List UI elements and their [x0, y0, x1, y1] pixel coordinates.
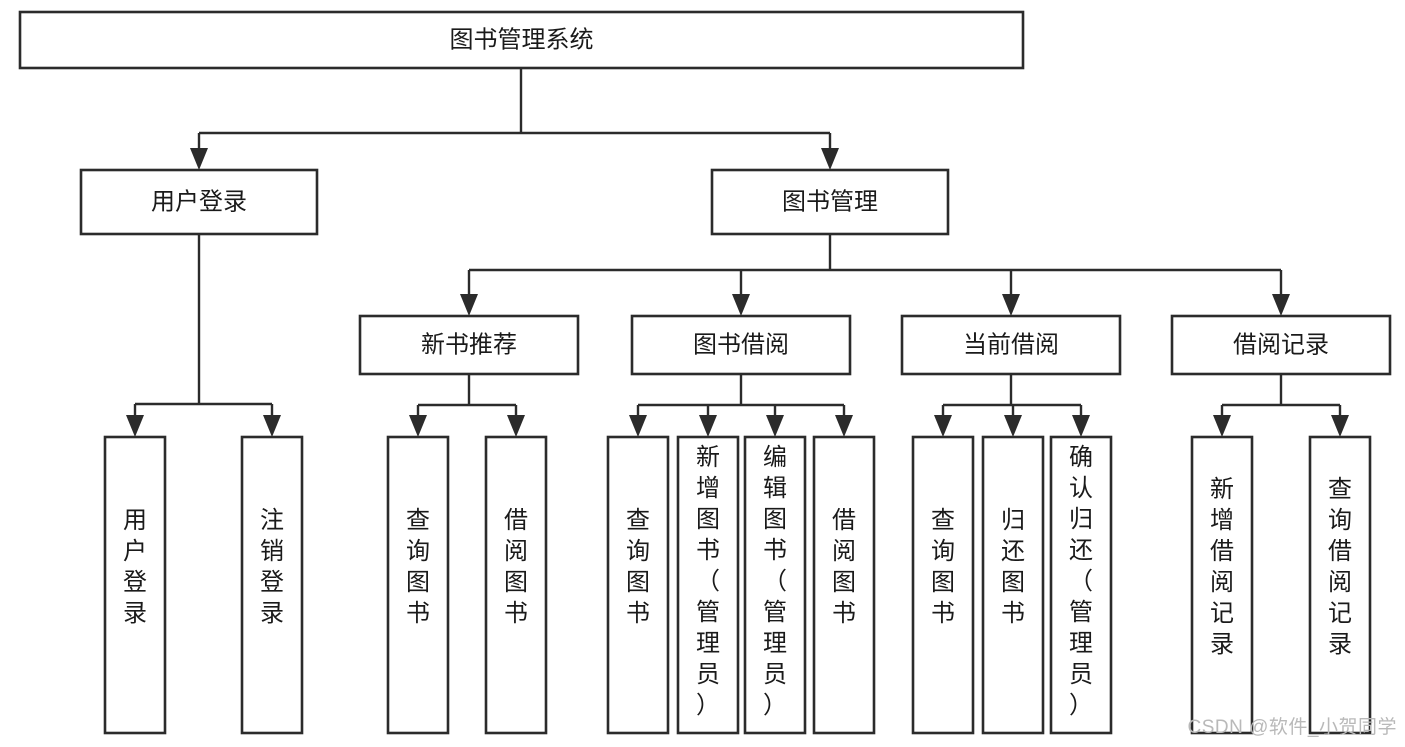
edge-book-manage-to-current-borrow — [1002, 270, 1020, 316]
edge-user-login-to-leaf-user-logout — [263, 404, 281, 437]
node-box-leaf-query-book-2[interactable] — [606, 435, 670, 735]
edge-book-manage-to-book-borrow — [732, 270, 750, 316]
node-box-borrow-record[interactable] — [1170, 314, 1392, 376]
node-box-current-borrow[interactable] — [900, 314, 1122, 376]
edge-new-book-rec-to-leaf-borrow-book-1 — [507, 405, 525, 437]
edge-current-borrow-to-leaf-query-book-3 — [934, 405, 952, 437]
node-box-new-book-rec[interactable] — [358, 314, 580, 376]
node-book-manage[interactable]: 图书管理 — [710, 168, 950, 236]
node-box-leaf-add-record[interactable] — [1190, 435, 1254, 735]
edge-book-borrow-to-leaf-query-book-2 — [629, 405, 647, 437]
node-box-leaf-user-login[interactable] — [103, 435, 167, 735]
edge-current-borrow-to-leaf-return-book — [1004, 405, 1022, 437]
node-leaf-add-book[interactable]: 新增图书（管理员） — [676, 435, 740, 735]
connector-bus-new-book-rec — [418, 374, 516, 407]
node-leaf-user-logout[interactable]: 注销登录 — [240, 435, 304, 735]
node-label-leaf-borrow-book-1: 借阅图书 — [504, 507, 528, 627]
edge-book-manage-to-borrow-record — [1272, 270, 1290, 316]
node-borrow-record[interactable]: 借阅记录 — [1170, 314, 1392, 376]
node-label-leaf-add-book: 新增图书（管理员） — [696, 444, 720, 719]
node-leaf-query-book-3[interactable]: 查询图书 — [911, 435, 975, 735]
node-label-book-borrow: 图书借阅 — [693, 331, 789, 358]
node-box-leaf-add-book[interactable] — [676, 435, 740, 735]
edge-book-borrow-to-leaf-add-book — [699, 405, 717, 437]
watermark-text: CSDN @软件_小贺同学 — [1187, 717, 1397, 738]
node-box-leaf-confirm-return[interactable] — [1049, 435, 1113, 735]
node-book-borrow[interactable]: 图书借阅 — [630, 314, 852, 376]
node-root[interactable]: 图书管理系统 — [18, 10, 1025, 70]
edge-borrow-record-to-leaf-add-record — [1213, 405, 1231, 437]
node-label-leaf-query-book-2: 查询图书 — [626, 507, 650, 627]
edge-book-borrow-to-leaf-borrow-book-2 — [835, 405, 853, 437]
node-box-leaf-return-book[interactable] — [981, 435, 1045, 735]
edge-book-manage-to-new-book-rec — [460, 270, 478, 316]
connector-bus-root — [199, 68, 830, 135]
node-leaf-return-book[interactable]: 归还图书 — [981, 435, 1045, 735]
node-label-user-login: 用户登录 — [151, 188, 247, 215]
edge-borrow-record-to-leaf-query-record — [1331, 405, 1349, 437]
connector-bus-current-borrow — [943, 374, 1081, 407]
edge-new-book-rec-to-leaf-query-book-1 — [409, 405, 427, 437]
node-label-leaf-query-book-1: 查询图书 — [406, 507, 430, 627]
edge-book-borrow-to-leaf-edit-book — [766, 405, 784, 437]
node-label-leaf-user-logout: 注销登录 — [260, 507, 284, 627]
node-label-current-borrow: 当前借阅 — [963, 331, 1059, 358]
node-box-leaf-user-logout[interactable] — [240, 435, 304, 735]
node-user-login[interactable]: 用户登录 — [79, 168, 319, 236]
node-leaf-borrow-book-2[interactable]: 借阅图书 — [812, 435, 876, 735]
node-leaf-query-record[interactable]: 查询借阅记录 — [1308, 435, 1372, 735]
node-box-book-manage[interactable] — [710, 168, 950, 236]
connector-bus-book-borrow — [638, 374, 844, 407]
node-leaf-query-book-2[interactable]: 查询图书 — [606, 435, 670, 735]
node-box-leaf-query-book-1[interactable] — [386, 435, 450, 735]
node-box-leaf-borrow-book-1[interactable] — [484, 435, 548, 735]
node-label-leaf-add-record: 新增借阅记录 — [1210, 476, 1234, 658]
node-box-user-login[interactable] — [79, 168, 319, 236]
edge-root-to-book-manage — [821, 133, 839, 170]
node-label-leaf-edit-book: 编辑图书（管理员） — [763, 444, 787, 719]
node-box-leaf-edit-book[interactable] — [743, 435, 807, 735]
node-label-leaf-query-book-3: 查询图书 — [931, 507, 955, 627]
node-leaf-edit-book[interactable]: 编辑图书（管理员） — [743, 435, 807, 735]
node-leaf-query-book-1[interactable]: 查询图书 — [386, 435, 450, 735]
node-leaf-user-login[interactable]: 用户登录 — [103, 435, 167, 735]
node-leaf-confirm-return[interactable]: 确认归还（管理员） — [1049, 435, 1113, 735]
node-label-book-manage: 图书管理 — [782, 188, 878, 215]
node-box-leaf-query-record[interactable] — [1308, 435, 1372, 735]
node-box-leaf-query-book-3[interactable] — [911, 435, 975, 735]
node-leaf-borrow-book-1[interactable]: 借阅图书 — [484, 435, 548, 735]
node-label-root: 图书管理系统 — [450, 26, 594, 53]
nodes-layer: 图书管理系统用户登录图书管理新书推荐图书借阅当前借阅借阅记录用户登录注销登录查询… — [18, 10, 1392, 735]
edge-user-login-to-leaf-user-login — [126, 404, 144, 437]
edge-root-to-user-login — [190, 133, 208, 170]
node-label-leaf-return-book: 归还图书 — [1001, 507, 1025, 627]
edge-current-borrow-to-leaf-confirm-return — [1072, 405, 1090, 437]
node-label-leaf-borrow-book-2: 借阅图书 — [832, 507, 856, 627]
node-label-borrow-record: 借阅记录 — [1233, 331, 1329, 358]
node-box-leaf-borrow-book-2[interactable] — [812, 435, 876, 735]
node-current-borrow[interactable]: 当前借阅 — [900, 314, 1122, 376]
node-label-leaf-user-login: 用户登录 — [123, 507, 147, 627]
connector-bus-borrow-record — [1222, 374, 1340, 407]
node-label-leaf-query-record: 查询借阅记录 — [1328, 476, 1352, 658]
node-label-new-book-rec: 新书推荐 — [421, 331, 517, 358]
node-label-leaf-confirm-return: 确认归还（管理员） — [1069, 444, 1093, 719]
node-new-book-rec[interactable]: 新书推荐 — [358, 314, 580, 376]
node-box-root[interactable] — [18, 10, 1025, 70]
connector-bus-book-manage — [469, 234, 1281, 272]
node-box-book-borrow[interactable] — [630, 314, 852, 376]
node-leaf-add-record[interactable]: 新增借阅记录 — [1190, 435, 1254, 735]
edges-layer — [126, 68, 1349, 437]
connector-bus-user-login — [135, 234, 272, 406]
